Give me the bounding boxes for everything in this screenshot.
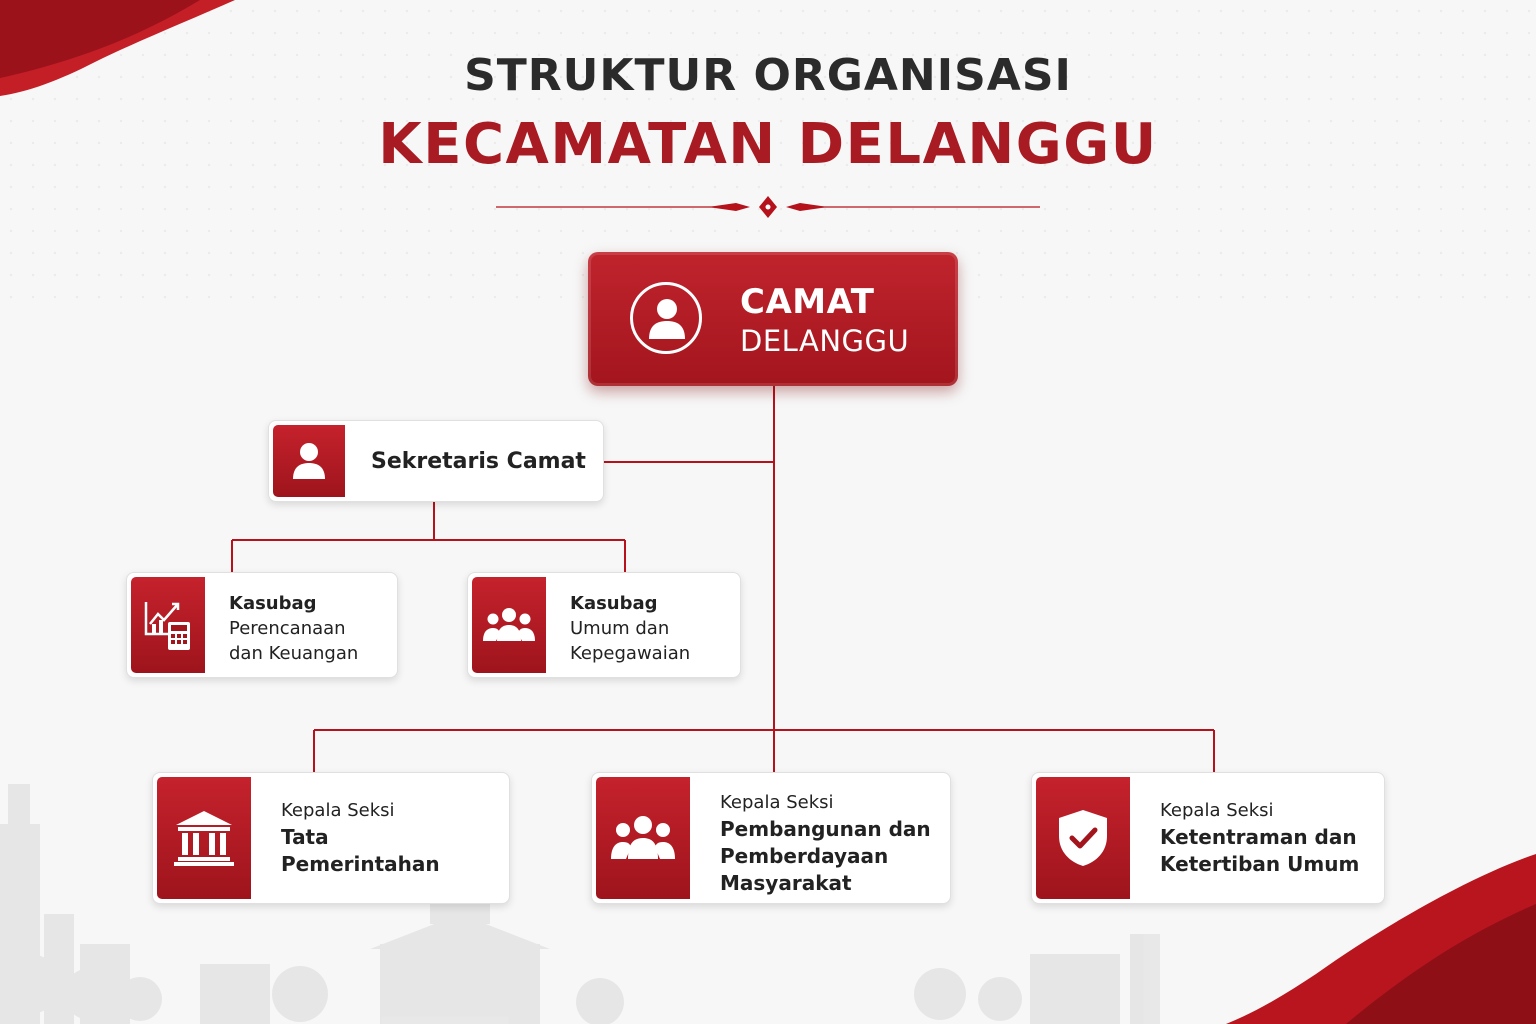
kasi-line-2: Pemerintahan (281, 852, 440, 876)
group-icon (596, 777, 690, 899)
sekretaris-camat-label: Sekretaris Camat (371, 449, 586, 474)
person-icon (273, 425, 345, 497)
kasubag-line-1: Perencanaan (229, 618, 346, 639)
kasi-prefix: Kepala Seksi (1160, 800, 1274, 821)
kasubag-perencanaan-keuangan-card[interactable]: Kasubag Perencanaan dan Keuangan (126, 572, 398, 678)
kasi-line-3: Masyarakat (720, 871, 852, 895)
page-title-line-2: KECAMATAN DELANGGU (378, 112, 1158, 177)
page-title-line-1: STRUKTUR ORGANISASI (464, 50, 1072, 101)
kasubag-line-2: dan Keuangan (229, 643, 359, 664)
person-circle-icon (630, 282, 702, 354)
kasi-tata-pemerintahan-card[interactable]: Kepala Seksi Tata Pemerintahan (152, 772, 510, 904)
shield-check-icon (1036, 777, 1130, 899)
chart-calculator-icon (131, 577, 205, 673)
kasi-line-2: Pemberdayaan (720, 844, 889, 868)
kasi-pembangunan-card[interactable]: Kepala Seksi Pembangunan dan Pemberdayaa… (591, 772, 951, 904)
kasubag-perencanaan-text: Kasubag Perencanaan dan Keuangan (229, 591, 358, 666)
kasubag-umum-text: Kasubag Umum dan Kepegawaian (570, 591, 690, 666)
kasi-ketentraman-card[interactable]: Kepala Seksi Ketentraman dan Ketertiban … (1031, 772, 1385, 904)
sekretaris-camat-card[interactable]: Sekretaris Camat (268, 420, 604, 502)
government-building-icon (157, 777, 251, 899)
kasi-line-1: Pembangunan dan (720, 817, 931, 841)
kasi-line-1: Tata (281, 825, 329, 849)
kasi-line-2: Ketertiban Umum (1160, 852, 1360, 876)
kasi-ketentraman-text: Kepala Seksi Ketentraman dan Ketertiban … (1160, 797, 1359, 878)
kasi-tata-pemerintahan-text: Kepala Seksi Tata Pemerintahan (281, 797, 440, 878)
background-dot-pattern (0, 0, 1536, 300)
camat-subtitle: DELANGGU (740, 324, 910, 358)
city-skyline-decoration (0, 784, 1160, 1024)
kasubag-title: Kasubag (229, 593, 317, 614)
camat-box[interactable]: CAMAT DELANGGU (588, 252, 958, 386)
kasubag-line-2: Kepegawaian (570, 643, 691, 664)
kasubag-line-1: Umum dan (570, 618, 670, 639)
kasubag-umum-kepegawaian-card[interactable]: Kasubag Umum dan Kepegawaian (467, 572, 741, 678)
kasi-prefix: Kepala Seksi (281, 800, 395, 821)
group-icon (472, 577, 546, 673)
kasi-prefix: Kepala Seksi (720, 792, 834, 813)
camat-title: CAMAT (740, 282, 875, 322)
kasi-line-1: Ketentraman dan (1160, 825, 1357, 849)
kasubag-title: Kasubag (570, 593, 658, 614)
title-ornament-divider (496, 196, 1040, 218)
top-left-wave-decoration (0, 0, 235, 96)
bottom-right-wave-decoration (1226, 854, 1536, 1024)
kasi-pembangunan-text: Kepala Seksi Pembangunan dan Pemberdayaa… (720, 789, 931, 897)
